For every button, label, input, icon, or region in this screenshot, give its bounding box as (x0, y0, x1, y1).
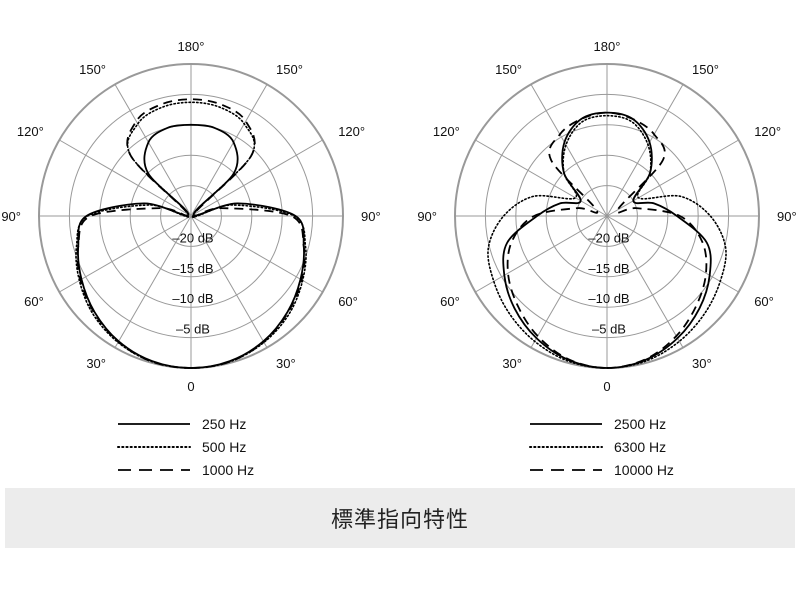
legend-right: 2500 Hz 6300 Hz 10000 Hz (529, 416, 674, 478)
angle-label: 180° (594, 39, 621, 54)
angle-label: 90° (777, 209, 797, 224)
angle-label: 90° (417, 209, 437, 224)
angle-label: 60° (24, 294, 44, 309)
angle-label: 120° (17, 124, 44, 139)
caption-bar: 標準指向特性 (5, 488, 795, 548)
angle-label: 150° (276, 62, 303, 77)
grid-spoke (475, 215, 608, 293)
series-curve (77, 123, 305, 369)
radial-label: –15 dB (172, 261, 213, 276)
polar-chart-left: 0 30° 60° 90° 120° 150° 180° 150° 120° 90° 60° 30° –… (1, 39, 380, 394)
radial-label: –5 dB (592, 322, 626, 337)
grid-spoke (59, 139, 192, 217)
grid-spoke (530, 215, 608, 348)
angle-label: 90° (361, 209, 381, 224)
legend-label: 250 Hz (202, 416, 246, 432)
radial-label: –15 dB (588, 261, 629, 276)
polar-chart-right: 0 30° 60° 90° 120° 150° 180° 150° 120° 90° 60° 30° –… (417, 39, 796, 394)
grid-spoke (190, 139, 323, 217)
grid-spoke (475, 139, 608, 217)
angle-label: 30° (502, 356, 522, 371)
grid-spoke (606, 84, 684, 217)
angle-label: 30° (276, 356, 296, 371)
angle-label: 60° (338, 294, 358, 309)
legend-label: 6300 Hz (614, 439, 666, 455)
angle-label: 30° (86, 356, 106, 371)
grid-spoke (190, 84, 268, 217)
grid-spoke (114, 84, 192, 217)
grid-spoke (114, 215, 192, 348)
angle-label: 60° (440, 294, 460, 309)
angle-label: 180° (178, 39, 205, 54)
grid-spoke (606, 215, 684, 348)
legend-label: 500 Hz (202, 439, 246, 455)
legend-label: 1000 Hz (202, 462, 254, 478)
angle-label: 120° (433, 124, 460, 139)
grid-spoke (190, 215, 268, 348)
radial-label: –20 dB (588, 230, 629, 245)
grid-spoke (606, 139, 739, 217)
series-curve (76, 98, 306, 369)
angle-label: 150° (79, 62, 106, 77)
legend-left: 250 Hz 500 Hz 1000 Hz (117, 416, 254, 478)
angle-label: 120° (338, 124, 365, 139)
series-curve (75, 101, 307, 369)
angle-label: 30° (692, 356, 712, 371)
angle-label: 60° (754, 294, 774, 309)
radial-label: –10 dB (588, 291, 629, 306)
grid-spoke (530, 84, 608, 217)
angle-label: 0 (187, 379, 194, 394)
radial-label: –20 dB (172, 230, 213, 245)
series-curve (502, 111, 712, 369)
legend-label: 10000 Hz (614, 462, 674, 478)
angle-label: 150° (495, 62, 522, 77)
caption-title: 標準指向特性 (330, 508, 469, 533)
radial-label: –10 dB (172, 291, 213, 306)
angle-label: 0 (603, 379, 610, 394)
series-curve (487, 114, 727, 369)
radial-label: –5 dB (176, 322, 210, 337)
angle-label: 120° (754, 124, 781, 139)
legend-label: 2500 Hz (614, 416, 666, 432)
angle-label: 150° (692, 62, 719, 77)
angle-label: 90° (1, 209, 21, 224)
grid-spoke (606, 215, 739, 293)
